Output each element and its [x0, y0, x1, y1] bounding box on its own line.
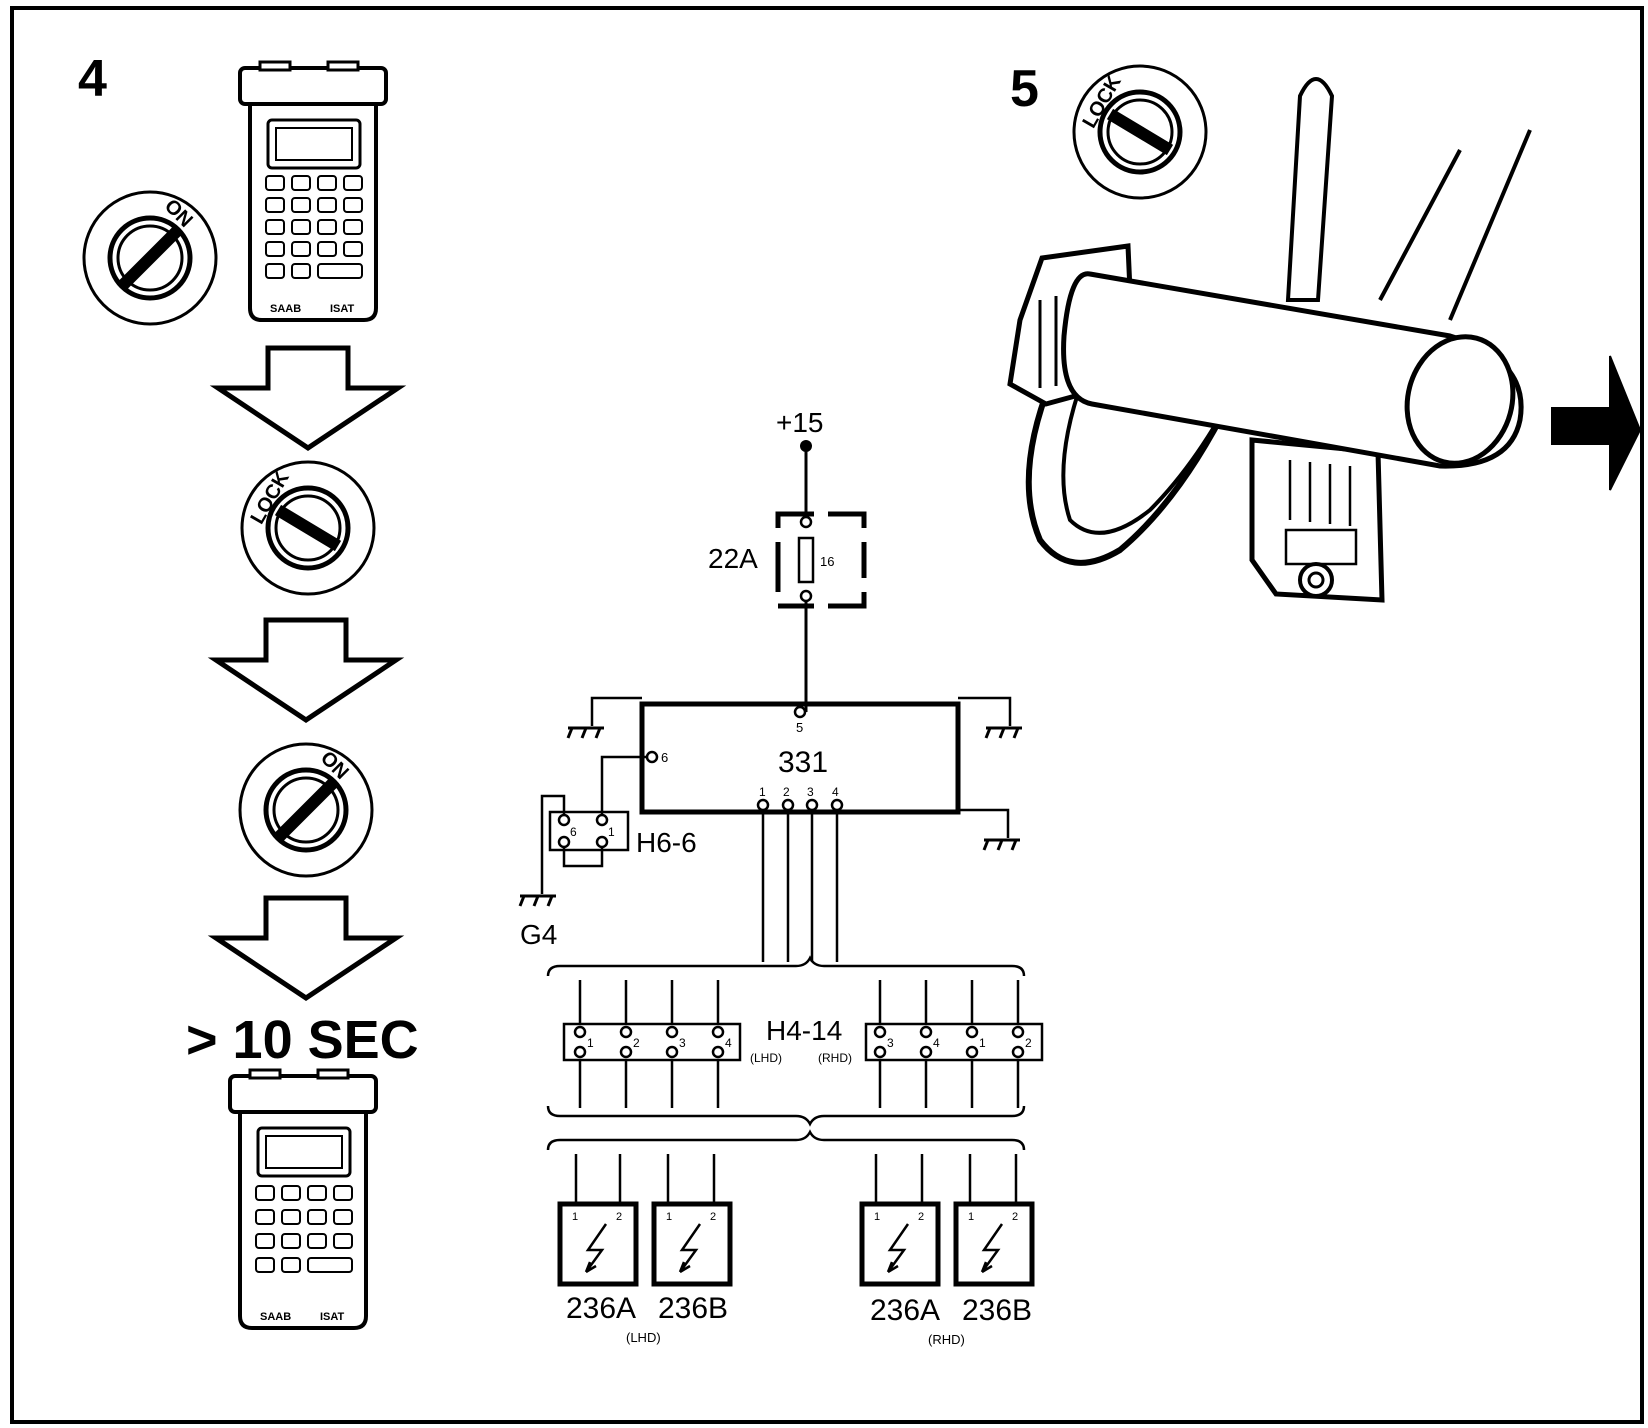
tester-brand-label-2: SAAB — [260, 1311, 291, 1323]
pull-direction-arrow-icon — [1551, 355, 1642, 491]
module-pin-1: 1 — [666, 1211, 672, 1223]
h414-lhd-pin-3: 3 — [679, 1036, 686, 1050]
module-label-236a-lhd: 236A — [566, 1292, 636, 1325]
fuse-element — [797, 536, 815, 584]
down-arrow-icon — [218, 348, 398, 448]
cu-pin-4: 4 — [832, 785, 839, 799]
h414-rhd-pin-3: 3 — [887, 1036, 894, 1050]
module-label-236b-lhd: 236B — [658, 1292, 728, 1325]
h414-rhd-pin-2: 2 — [1025, 1036, 1032, 1050]
h414-rhd-pin-1: 1 — [979, 1036, 986, 1050]
cu-pin-1: 1 — [759, 785, 766, 799]
module-label-236a-rhd: 236A — [870, 1294, 940, 1327]
control-unit-label: 331 — [778, 746, 828, 779]
module-pin-1: 1 — [572, 1211, 578, 1223]
group-rhd-label: (RHD) — [928, 1332, 965, 1347]
ignition-key-lock-icon: LOCK — [1074, 66, 1206, 198]
h414-lhd-pin-1: 1 — [587, 1036, 594, 1050]
diagnostic-tester-bottom: SAAB ISAT — [228, 1068, 378, 1330]
module-pin-2: 2 — [1012, 1211, 1018, 1223]
supply-label: +15 — [776, 407, 824, 438]
module-label-236b-rhd: 236B — [962, 1294, 1032, 1327]
connector-removal-illustration — [1007, 77, 1642, 603]
tester-model-label: ISAT — [330, 303, 355, 315]
ground-symbol — [982, 838, 1022, 852]
group-lhd-label: (LHD) — [626, 1330, 661, 1345]
diagnostic-tester-top: SAAB ISAT — [238, 60, 388, 322]
ground-symbol — [566, 726, 606, 740]
h6-6-label: H6-6 — [636, 827, 697, 858]
connector-h4-14-lhd — [562, 1022, 742, 1062]
tester-model-label-2: ISAT — [320, 1311, 345, 1323]
cu-pin-3: 3 — [807, 785, 814, 799]
h66-pin-6: 6 — [570, 825, 577, 839]
module-pin-2: 2 — [918, 1211, 924, 1223]
h414-lhd-pin-4: 4 — [725, 1036, 732, 1050]
step-5-number: 5 — [1010, 60, 1039, 118]
down-arrow-icon — [216, 898, 396, 998]
cu-pin-6: 6 — [661, 750, 668, 765]
module-pin-1: 1 — [968, 1211, 974, 1223]
module-pin-2: 2 — [710, 1211, 716, 1223]
down-arrow-icon — [216, 620, 396, 720]
connector-h6-6 — [548, 810, 630, 852]
h414-rhd-pin-4: 4 — [933, 1036, 940, 1050]
h4-14-lhd-label: (LHD) — [750, 1051, 782, 1065]
fuse-box-label: 22A — [708, 543, 758, 574]
ignition-key-on-icon: ON — [240, 744, 372, 876]
ground-g4-label: G4 — [520, 919, 557, 950]
cu-pin-5: 5 — [796, 720, 803, 735]
h4-14-rhd-label: (RHD) — [818, 1051, 852, 1065]
fuse-box — [775, 511, 867, 609]
ignition-key-on-icon: ON — [84, 192, 216, 324]
h4-14-label: H4-14 — [766, 1015, 842, 1046]
ground-g4-symbol — [518, 894, 558, 908]
fuse-number: 16 — [820, 554, 834, 569]
page-frame — [10, 6, 1644, 1424]
h66-pin-1: 1 — [608, 825, 615, 839]
h414-lhd-pin-2: 2 — [633, 1036, 640, 1050]
module-pin-2: 2 — [616, 1211, 622, 1223]
tester-brand-label: SAAB — [270, 303, 301, 315]
wiring-schematic: +15 22A 16 331 5 6 6 1 H — [518, 407, 1044, 1347]
module-pin-1: 1 — [874, 1211, 880, 1223]
step-4-number: 4 — [78, 50, 107, 108]
duration-label: > 10 SEC — [186, 1010, 419, 1070]
cu-pin-2: 2 — [783, 785, 790, 799]
ground-symbol — [984, 726, 1024, 740]
ignition-key-lock-icon: LOCK — [242, 462, 374, 594]
